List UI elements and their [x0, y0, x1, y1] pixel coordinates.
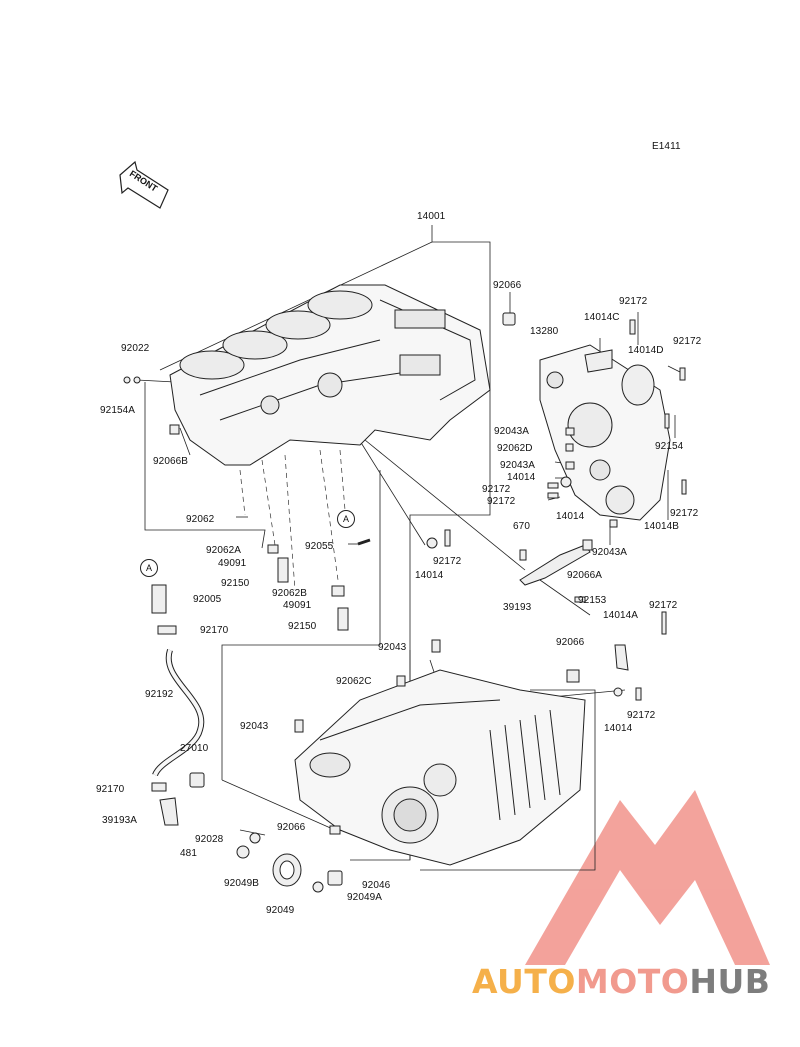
lower-crankcase	[294, 669, 586, 866]
part-label: 14014	[507, 472, 536, 483]
part-label: 92062C	[336, 676, 372, 687]
part-label: 92066B	[153, 456, 189, 467]
part-label: 92172	[482, 484, 511, 495]
part-label: 14001	[417, 211, 446, 222]
part-label: 39193	[503, 602, 532, 613]
part-label: 92066	[556, 637, 585, 648]
leader-lines	[136, 225, 681, 871]
part-label: 92043A	[592, 547, 628, 558]
brand-watermark: AUTOMOTOHUB	[472, 962, 770, 1001]
part-label: 92062B	[272, 588, 308, 599]
part-label: 92062D	[497, 443, 533, 454]
part-label: 92150	[221, 578, 250, 589]
small-parts	[123, 312, 687, 893]
part-label: 92172	[433, 556, 462, 567]
part-label: 92043A	[494, 426, 530, 437]
part-label: 92022	[121, 343, 150, 354]
part-label: 92172	[673, 336, 702, 347]
part-label: 92172	[649, 600, 678, 611]
part-label: 92170	[96, 784, 125, 795]
part-label: 92154A	[100, 405, 136, 416]
brand-logo-icon	[525, 790, 770, 965]
part-label: 92172	[619, 296, 648, 307]
part-label: 14014B	[644, 521, 680, 532]
part-label: 39193A	[102, 815, 138, 826]
part-label: 92028	[195, 834, 224, 845]
reference-mark: A	[337, 510, 355, 528]
part-label: 14014C	[584, 312, 620, 323]
part-label: 14014	[415, 570, 444, 581]
part-label: 670	[513, 521, 530, 532]
part-label: 92046	[362, 880, 391, 891]
crankcase-cover	[539, 344, 671, 521]
part-label: 92043	[240, 721, 269, 732]
reference-mark: A	[140, 559, 158, 577]
part-label: 92043A	[500, 460, 536, 471]
diagram-code: E1411	[652, 141, 681, 152]
part-label: 92049B	[224, 878, 260, 889]
part-label: 92062A	[206, 545, 242, 556]
part-label: 14014	[556, 511, 585, 522]
part-label: 13280	[530, 326, 559, 337]
brand-part-3: HUB	[689, 962, 771, 1001]
part-label: 14014	[604, 723, 633, 734]
part-label: 92170	[200, 625, 229, 636]
part-label: 27010	[180, 743, 209, 754]
part-label: 92172	[670, 508, 699, 519]
part-label: 92066A	[567, 570, 603, 581]
brand-part-2: MOTO	[575, 962, 690, 1001]
part-label: 92055	[305, 541, 334, 552]
part-label: 92066	[493, 280, 522, 291]
part-label: 92049	[266, 905, 295, 916]
part-label: 92150	[288, 621, 317, 632]
front-arrow-icon	[119, 160, 169, 209]
part-label: 92154	[655, 441, 684, 452]
part-label: 49091	[218, 558, 247, 569]
part-label: 14014A	[603, 610, 639, 621]
part-label: 92172	[487, 496, 516, 507]
part-label: 92043	[378, 642, 407, 653]
part-label: 92049A	[347, 892, 383, 903]
part-label: 92062	[186, 514, 215, 525]
part-label: 92005	[193, 594, 222, 605]
brand-part-1: AUTO	[472, 962, 576, 1001]
part-label: 92066	[277, 822, 306, 833]
part-label: 92153	[578, 595, 607, 606]
part-label: 14014D	[628, 345, 664, 356]
part-label: 49091	[283, 600, 312, 611]
upper-crankcase	[169, 284, 491, 466]
part-label: 92192	[145, 689, 174, 700]
part-label: 92172	[627, 710, 656, 721]
part-label: 481	[180, 848, 197, 859]
